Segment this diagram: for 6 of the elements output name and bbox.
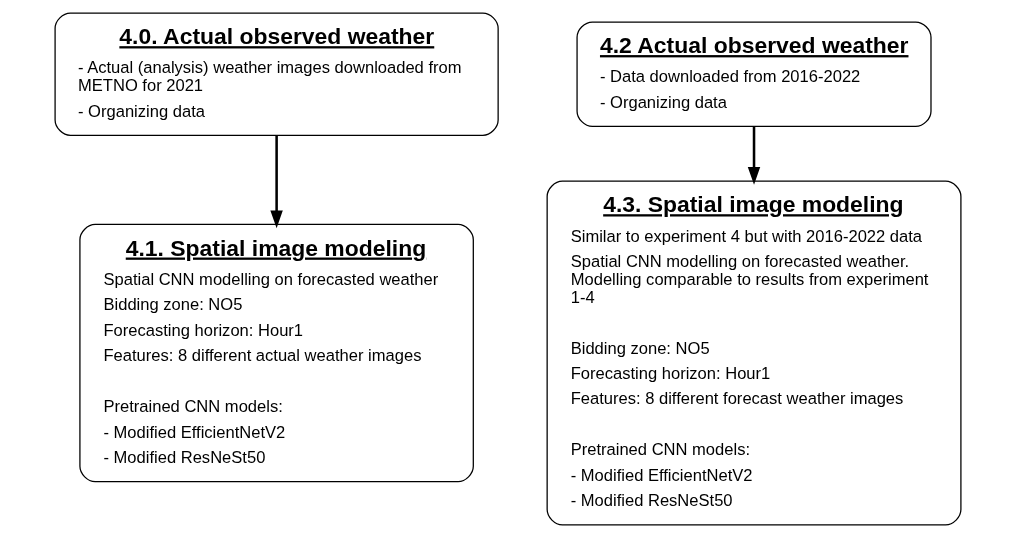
node-box: 4.1. Spatial image modeling Spatial CNN modelling on forecasted weather Bidding zone: NO5 Forecasting horizon: Hour1 Features: 8 different actual weather images Pretrained CNN models: - Modified EfficientNetV2 - Modified ResNeSt50 bbox=[79, 223, 474, 483]
node-box: 4.0. Actual observed weather - Actual (analysis) weather images downloaded from METNO for 2021 - Organizing data bbox=[54, 12, 499, 136]
node-box: 4.3. Spatial image modeling Similar to experiment 4 but with 2016-2022 data Spatial CNN modelling on forecasted weather. Modelling comparable to results from experiment 1-4 Bidding zone: NO5 Forecasting horizon: Hour1 Features: 8 different forecast weather images Pretrained CNN models: - Modified EfficientNetV2 - Modified ResNeSt50 bbox=[546, 180, 962, 526]
arrow bbox=[270, 135, 283, 229]
arrow bbox=[747, 126, 761, 185]
node-box: 4.2 Actual observed weather - Data downloaded from 2016-2022 - Organizing data bbox=[576, 21, 932, 128]
